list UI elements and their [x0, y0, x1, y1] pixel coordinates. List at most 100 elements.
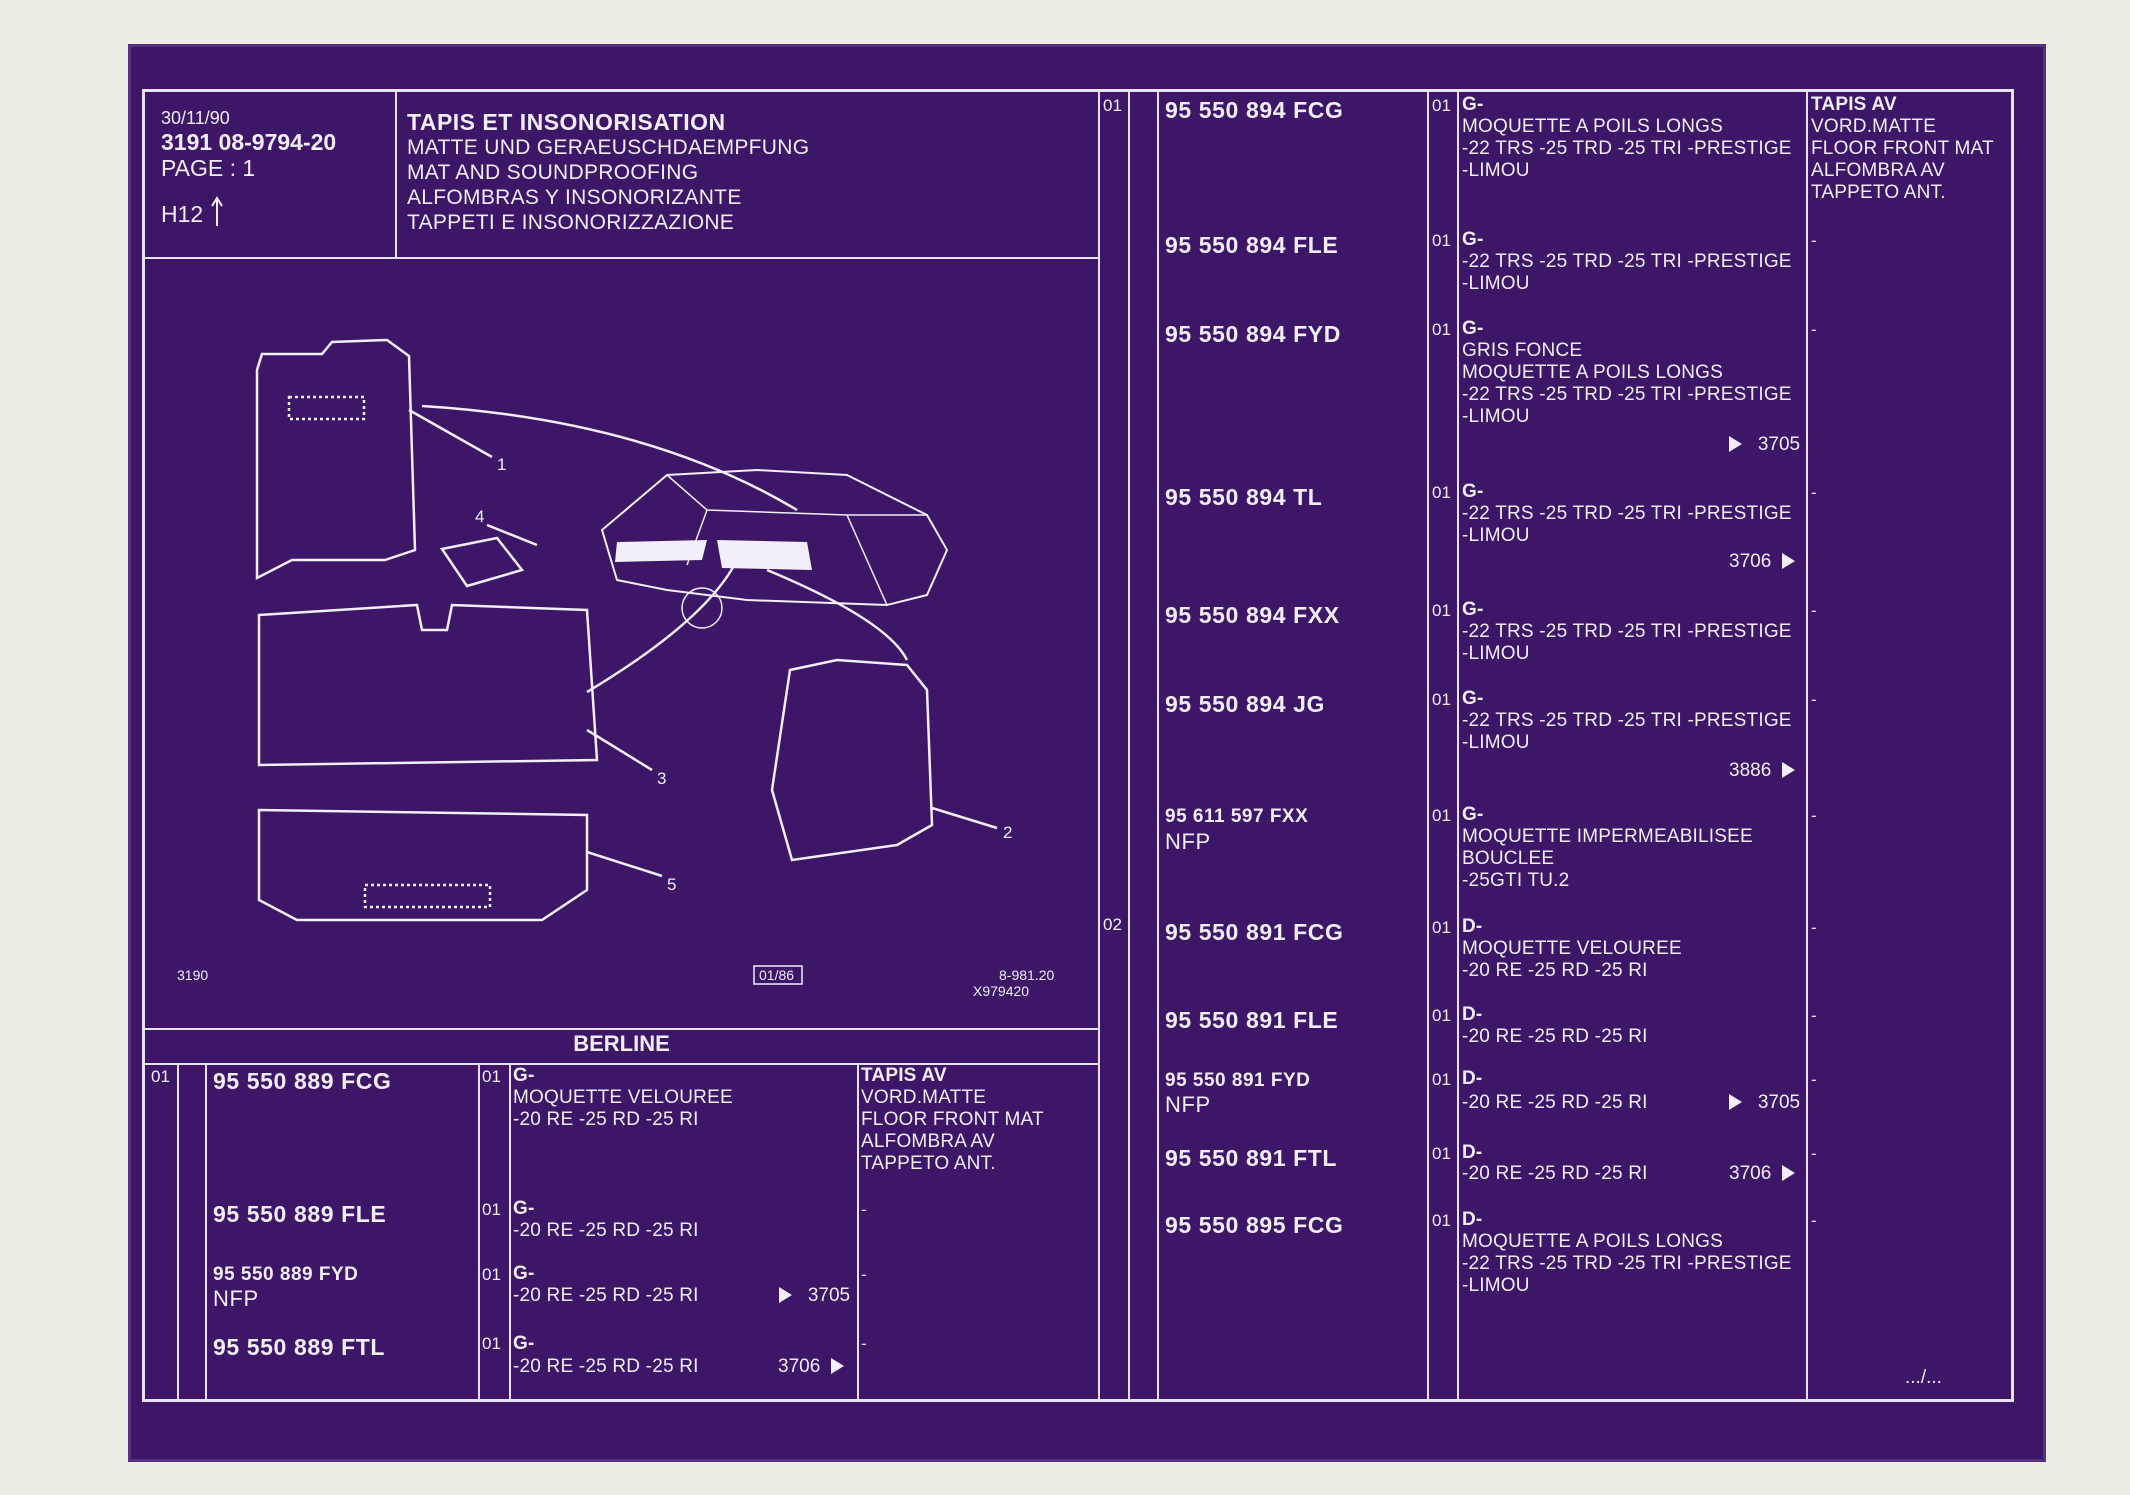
right-row-3-ref-number: 3705: [1757, 434, 1801, 455]
right-row-1-desc-3: -LIMOU: [1462, 160, 1530, 181]
right-row-7-nfp: NFP: [1165, 829, 1211, 854]
left-row-4-qty: 01: [482, 1334, 501, 1353]
right-row-9-desc-1: -20 RE -25 RD -25 RI: [1462, 1026, 1648, 1047]
arrow-right-icon: [1729, 1094, 1742, 1110]
right-row-5-part-number: 95 550 894 FXX: [1165, 602, 1340, 628]
right-row-7-desc-0: G-: [1462, 804, 1484, 825]
left-row-3-desc-1: -20 RE -25 RD -25 RI: [513, 1285, 699, 1306]
mat-1-heel-pad: [287, 395, 366, 421]
right-row-3-desc-2: MOQUETTE A POILS LONGS: [1462, 362, 1723, 383]
right-row-1-note-0: TAPIS AV: [1811, 94, 1897, 115]
right-row-1-note-3: ALFOMBRA AV: [1811, 160, 1945, 181]
right-row-8-desc-0: D-: [1462, 916, 1483, 937]
callout-1: 1: [497, 455, 506, 474]
right-row-4-desc-1: -22 TRS -25 TRD -25 TRI -PRESTIGE: [1462, 503, 1792, 524]
car-outline: [600, 468, 949, 607]
right-row-6-ref-number: 3886: [1729, 760, 1772, 781]
right-row-12-desc-0: D-: [1462, 1209, 1483, 1230]
right-row-6-part-number: 95 550 894 JG: [1165, 691, 1325, 717]
divider-header: [395, 92, 397, 257]
h12-label: H12: [161, 201, 204, 227]
divider-right-pn: [1157, 92, 1159, 1401]
right-row-3-part-number: 95 550 894 FYD: [1165, 321, 1341, 347]
right-row-6-desc-2: -LIMOU: [1462, 732, 1530, 753]
exploded-mat-diagram: 1 2 3 4 5 3190 01/86 8-981.20 X979420: [177, 338, 1054, 999]
diagram-ref-left: 3190: [177, 967, 208, 983]
right-row-8-desc-2: -20 RE -25 RD -25 RI: [1462, 960, 1648, 981]
left-row-3-qty: 01: [482, 1265, 501, 1284]
right-row-8-qty: 01: [1432, 918, 1451, 937]
left-row-1-desc-1: MOQUETTE VELOUREE: [513, 1087, 733, 1108]
right-row-11-part-number: 95 550 891 FTL: [1165, 1145, 1338, 1171]
right-row-3-desc-0: G-: [1462, 318, 1484, 339]
left-row-3-desc-0: G-: [513, 1263, 535, 1284]
left-row-2-qty: 01: [482, 1200, 501, 1219]
parts-catalog-sheet: 30/11/90 3191 08-9794-20 PAGE : 1 H12 TA…: [142, 89, 2014, 1402]
right-row-10-desc-1: -20 RE -25 RD -25 RI: [1462, 1092, 1648, 1113]
left-row-1-qty: 01: [482, 1067, 501, 1086]
mat-1-shape: [255, 338, 417, 581]
divider-right-desc: [1457, 92, 1459, 1401]
right-row-11-ref: 3706: [1729, 1163, 1795, 1184]
right-row-4-desc-0: G-: [1462, 481, 1484, 502]
right-row-8-note: -: [1811, 918, 1817, 937]
left-row-1-note-1: VORD.MATTE: [861, 1087, 987, 1108]
divider-left-idx: [177, 1063, 179, 1401]
right-row-9-note: -: [1811, 1006, 1817, 1025]
right-row-12-desc-1: MOQUETTE A POILS LONGS: [1462, 1231, 1723, 1252]
left-row-1-note-4: TAPPETO ANT.: [861, 1153, 996, 1174]
right-row-11-note: -: [1811, 1144, 1817, 1163]
left-row-3-ref-number: 3705: [807, 1285, 851, 1306]
right-row-1-desc-0: G-: [1462, 94, 1484, 115]
right-row-7-desc-1: MOQUETTE IMPERMEABILISEE: [1462, 826, 1753, 847]
arrow-right-icon: [1729, 436, 1742, 452]
right-row-7-qty: 01: [1432, 806, 1451, 825]
left-row-1-note-3: ALFOMBRA AV: [861, 1131, 995, 1152]
right-row-12-desc-2: -22 TRS -25 TRD -25 TRI -PRESTIGE: [1462, 1253, 1792, 1274]
right-row-6-qty: 01: [1432, 690, 1451, 709]
right-row-5-note: -: [1811, 601, 1817, 620]
right-row-7-desc-3: -25GTI TU.2: [1462, 870, 1570, 891]
continued-marker: .../...: [1905, 1367, 1942, 1388]
left-row-4-desc-1: -20 RE -25 RD -25 RI: [513, 1356, 699, 1377]
divider-left-qty: [478, 1063, 480, 1401]
right-row-6-ref: 3886: [1729, 760, 1795, 781]
right-row-8-desc-1: MOQUETTE VELOUREE: [1462, 938, 1682, 959]
left-row-3-part-number: 95 550 889 FYD: [213, 1264, 359, 1285]
left-row-1-desc-0: G-: [513, 1065, 535, 1086]
left-parts-table: 01 95 550 889 FCG 01 G- MOQUETTE VELOURE…: [145, 1063, 1098, 1401]
divider-right-note: [1806, 92, 1808, 1401]
guide-arc-1: [421, 404, 798, 512]
right-row-2-desc-0: G-: [1462, 229, 1484, 250]
title-line-de: MATTE UND GERAEUSCHDAEMPFUNG: [407, 136, 810, 159]
right-row-12-qty: 01: [1432, 1211, 1451, 1230]
right-row-7-part-number: 95 611 597 FXX: [1165, 806, 1309, 827]
divider-left-note: [857, 1063, 859, 1401]
right-row-11-desc-1: -20 RE -25 RD -25 RI: [1462, 1163, 1648, 1184]
arrow-right-icon: [1781, 762, 1795, 778]
title-line-en: MAT AND SOUNDPROOFING: [407, 161, 699, 184]
arrow-right-icon: [1781, 553, 1795, 569]
header-code: 3191 08-9794-20: [161, 129, 337, 155]
diagram-bottom-rule: [145, 1028, 1098, 1030]
right-row-10-part-number: 95 550 891 FYD: [1165, 1070, 1311, 1091]
mat-2-shape: [770, 658, 934, 862]
right-row-4-qty: 01: [1432, 483, 1451, 502]
right-row-3-note: -: [1811, 320, 1817, 339]
right-row-11-desc-0: D-: [1462, 1142, 1483, 1163]
left-row-1-desc-2: -20 RE -25 RD -25 RI: [513, 1109, 699, 1130]
right-row-9-part-number: 95 550 891 FLE: [1165, 1007, 1339, 1033]
right-row-1-note-1: VORD.MATTE: [1811, 116, 1937, 137]
right-row-1-qty: 01: [1432, 96, 1451, 115]
right-row-8-idx: 02: [1103, 915, 1122, 934]
left-row-1-note-0: TAPIS AV: [861, 1065, 947, 1086]
right-row-6-desc-0: G-: [1462, 688, 1484, 709]
right-row-4-part-number: 95 550 894 TL: [1165, 484, 1323, 510]
right-row-12-note: -: [1811, 1211, 1817, 1230]
diagram-ref-right: 8-981.20: [999, 967, 1054, 983]
car-floor-mat-right: [717, 540, 812, 570]
right-row-10-note: -: [1811, 1070, 1817, 1089]
right-row-1-desc-2: -22 TRS -25 TRD -25 TRI -PRESTIGE: [1462, 138, 1792, 159]
right-row-11-qty: 01: [1432, 1144, 1451, 1163]
callout-4: 4: [475, 507, 484, 526]
